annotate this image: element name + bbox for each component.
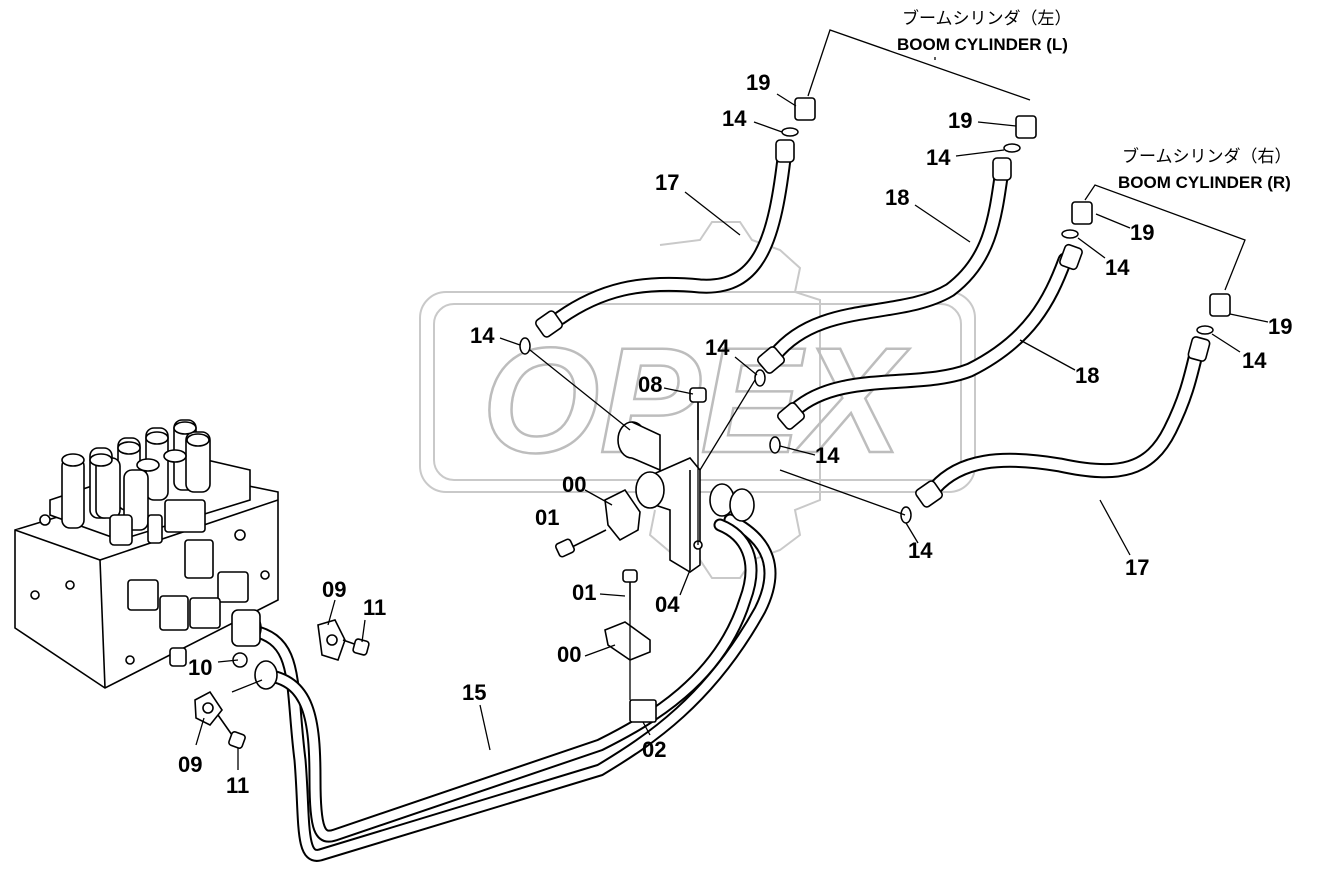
callout-15: 15	[462, 680, 486, 705]
hose-17-left	[535, 139, 795, 338]
pipe-fittings	[617, 421, 755, 522]
callout-11-b: 11	[226, 773, 249, 798]
callout-09-a: 09	[322, 577, 346, 602]
callout-14-a: 14	[722, 106, 747, 131]
callout-14-d: 14	[1242, 348, 1267, 373]
boom-cylinder-right-bracket	[1084, 184, 1246, 291]
callout-14-g: 14	[815, 443, 840, 468]
bolt-11-upper	[342, 638, 370, 656]
boom-cylinder-left-bracket	[807, 29, 1031, 101]
boom-cylinder-left-jp: ブームシリンダ（左）	[902, 8, 1072, 29]
callout-19-d: 19	[1268, 314, 1292, 339]
o-ring-14-e	[519, 337, 531, 355]
callout-19-c: 19	[1130, 220, 1154, 245]
callout-19-a: 19	[746, 70, 770, 95]
clamp-00-lower	[604, 610, 651, 700]
boom-cylinder-left-en: BOOM CYLINDER (L)	[897, 35, 1068, 54]
callout-14-e: 14	[470, 323, 495, 348]
clamp-09-upper	[317, 619, 346, 661]
callout-19-b: 19	[948, 108, 972, 133]
o-ring-14-a	[781, 127, 799, 137]
callout-00-b: 00	[557, 642, 581, 667]
o-ring-14-g	[769, 436, 781, 454]
callout-11-a: 11	[363, 595, 386, 620]
hose-18-left	[756, 157, 1012, 374]
pipe-15	[243, 513, 777, 862]
callout-18-b: 18	[1075, 363, 1099, 388]
bolt-08	[689, 387, 707, 440]
adapter-19-c	[1071, 201, 1093, 225]
bolt-01-lower	[622, 569, 638, 610]
o-ring-14-f	[754, 369, 766, 387]
callout-leaders	[195, 93, 1269, 770]
block-02	[629, 699, 657, 723]
callout-02: 02	[642, 737, 666, 762]
clamp-09-lower	[194, 690, 223, 727]
hose-17-right	[915, 336, 1211, 508]
callout-18-a: 18	[885, 185, 909, 210]
o-ring-14-b	[1003, 143, 1021, 153]
callout-01-a: 01	[535, 505, 559, 530]
adapter-19-b	[1015, 115, 1037, 139]
pipe-flanges	[231, 609, 278, 690]
boom-cylinder-right-jp: ブームシリンダ（右）	[1122, 146, 1292, 167]
control-valve-block	[14, 419, 279, 689]
adapter-19-d	[1209, 293, 1231, 317]
callout-numbers: 19 14 19 14 17 18 19 14 19 14 18 14 14 1…	[178, 70, 1292, 798]
callout-08: 08	[638, 372, 662, 397]
callout-04: 04	[655, 592, 680, 617]
o-ring-14-c	[1061, 229, 1079, 239]
callout-14-h: 14	[908, 538, 933, 563]
bolt-01-upper	[554, 529, 607, 558]
callout-10: 10	[188, 655, 212, 680]
callout-17-b: 17	[1125, 555, 1149, 580]
clamp-00-upper	[604, 488, 641, 542]
hose-18-right	[776, 243, 1083, 430]
callout-09-b: 09	[178, 752, 202, 777]
callout-17-a: 17	[655, 170, 679, 195]
o-ring-14-d	[1196, 325, 1214, 335]
o-ring-14-h	[900, 506, 912, 524]
boom-cylinder-right-en: BOOM CYLINDER (R)	[1118, 173, 1291, 192]
assembly-lines	[231, 349, 906, 693]
bolt-11-lower	[217, 714, 246, 749]
callout-01-b: 01	[572, 580, 596, 605]
adapter-19-a	[794, 97, 816, 121]
callout-00-a: 00	[562, 472, 586, 497]
callout-14-c: 14	[1105, 255, 1130, 280]
callout-14-f: 14	[705, 335, 730, 360]
callout-14-b: 14	[926, 145, 951, 170]
